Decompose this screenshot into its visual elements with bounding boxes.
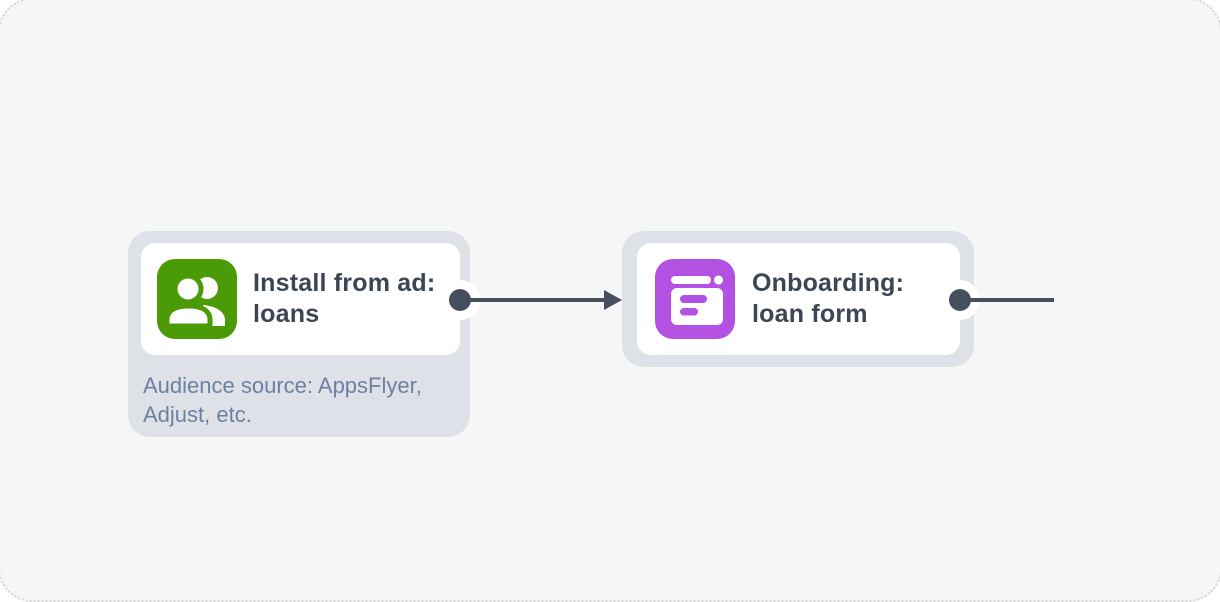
arrowhead-icon — [604, 290, 622, 310]
node-title: Install from ad: loans — [253, 269, 436, 328]
form-icon — [655, 259, 735, 339]
connector-line[interactable] — [960, 298, 1054, 302]
node-title: Onboarding: loan form — [752, 269, 905, 328]
node-caption: Audience source: AppsFlyer, Adjust, etc. — [143, 373, 422, 427]
users-icon — [157, 259, 237, 339]
connector-line[interactable] — [460, 298, 606, 302]
